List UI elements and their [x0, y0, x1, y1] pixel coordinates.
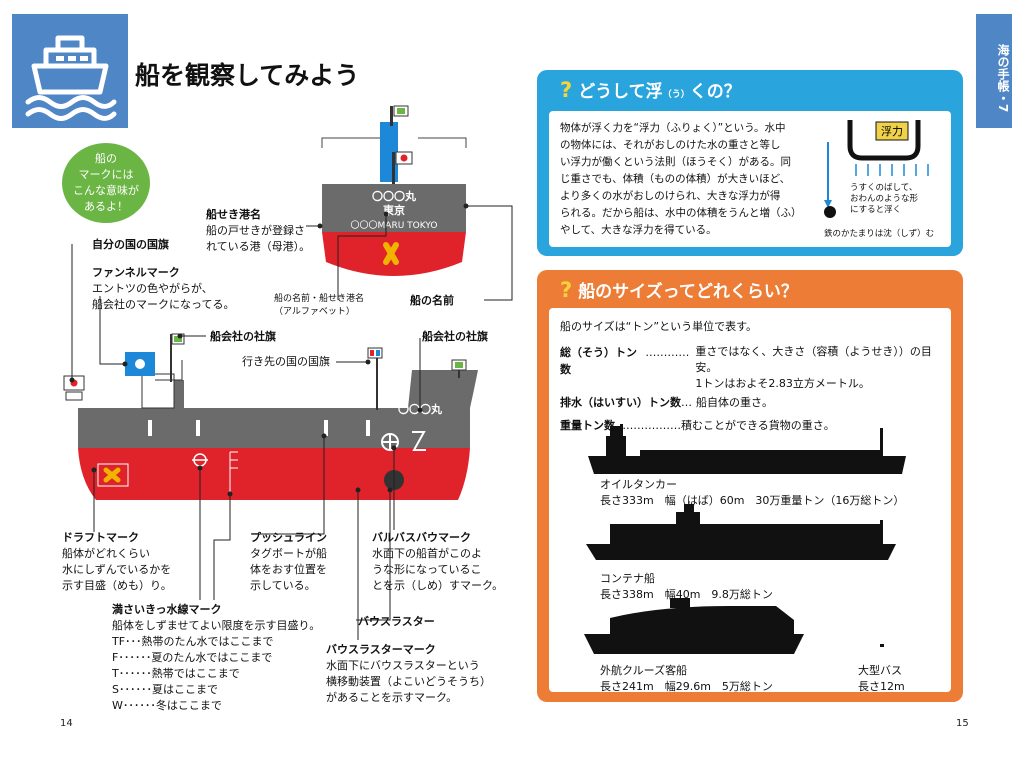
float-heading-end: くの？ — [689, 82, 741, 102]
ship-spec: 長さ241m 幅29.6m 5万総トン — [600, 680, 773, 693]
ship-diagram: 〇〇〇丸 東京 〇〇〇MARU TOKYO 〇〇〇丸 — [63, 105, 513, 640]
float-heading-text: どうして浮 — [578, 82, 663, 102]
tonnage-def-row: 排水（はいすい）トン数 … 船自体の重さ。 — [560, 394, 946, 411]
draft-body: 船体がどれくらい 水にしずんでいるかを 示す目盛（めも）り。 — [62, 547, 172, 592]
company-flag-label-2: 船会社の社旗 — [422, 330, 488, 343]
thruster-mark-body: 水面下にバウスラスターという 横移動装置（よこいどうそうち） があることを示すマ… — [326, 659, 491, 704]
side-tab: 海の手帳・7 — [976, 14, 1012, 128]
stern-ship-name: 〇〇〇丸 — [372, 189, 417, 203]
tonnage-def-row: 総（そう）トン数 ………… 重さではなく、大きさ（容積（ようせき））の目安。 1… — [560, 344, 946, 392]
buoyancy-sink: 鉄のかたまりは沈（しず）む — [824, 229, 935, 239]
loadline-body: 船体をしずませてよい限度を示す目盛り。 TF･･･熱帯のたん水ではここまで F･… — [112, 619, 321, 712]
ship-silhouettes — [584, 424, 906, 654]
float-heading-ruby: （う） — [662, 90, 690, 100]
shipname-alpha-label: 船の名前・船せき港名 （アルファベット） — [274, 294, 365, 317]
size-heading-text: 船のサイズってどれくらい？ — [578, 282, 798, 302]
def-desc: 重さではなく、大きさ（容積（ようせき））の目安。 1トンはおよそ2.83立方メー… — [695, 345, 932, 390]
draft-title: ドラフトマーク — [62, 531, 139, 544]
tonnage-def-row: 重量トン数 ……………… 積むことができる貨物の重さ。 — [560, 417, 946, 434]
push-body: タグボートが船 体をおす位置を 示している。 — [250, 547, 327, 592]
side-view: 〇〇〇丸 — [63, 333, 478, 500]
destination-flag-label: 行き先の国の国旗 — [242, 355, 330, 368]
def-term: 排水（はいすい）トン数 — [560, 396, 681, 409]
ship-spec: 長さ338m 幅40m 9.8万総トン — [600, 588, 773, 601]
page-title: 船を観察してみよう — [135, 61, 360, 90]
ship-spec: 長さ333m 幅（はば）60m 30万重量トン（16万総トン） — [600, 494, 905, 507]
bus-silhouette — [880, 644, 884, 647]
stern-view: 〇〇〇丸 東京 〇〇〇MARU TOKYO — [321, 105, 467, 276]
loadline-title: 満さいきっ水線マーク — [112, 603, 222, 616]
ship-header-icon — [12, 14, 128, 128]
funnel-body: エントツの色やがらが、 船会社のマークになってる。 — [92, 282, 235, 311]
ship-name: オイルタンカー — [600, 478, 677, 491]
container-ship-silhouette — [586, 504, 896, 560]
bulbous-title: バルバスバウマーク — [372, 531, 471, 544]
shipname-label: 船の名前 — [410, 294, 454, 307]
buoyancy-diagram: 浮力 — [824, 120, 929, 218]
cruise-ship-silhouette — [584, 598, 804, 654]
def-desc: 積むことができる貨物の重さ。 — [681, 419, 835, 432]
stern-port-name: 東京 — [383, 203, 405, 217]
float-body: 物体が浮く力を“浮力（ふりょく）”という。水中 の物体には、それがおしのけた水の… — [560, 122, 802, 236]
buoyancy-note: うすくのばして、 おわんのような形 にすると浮く — [850, 183, 919, 215]
own-flag-label: 自分の国の国旗 — [92, 238, 169, 251]
size-intro: 船のサイズは“トン”という単位で表す。 — [560, 320, 757, 333]
question-icon: ? — [560, 278, 573, 302]
def-dots: ………… — [645, 346, 690, 359]
def-dots: … — [681, 396, 692, 409]
float-box-heading: ?どうして浮（う）くの？ — [560, 77, 741, 102]
ship-name: 外航クルーズ客船 — [600, 664, 688, 677]
def-dots: ……………… — [615, 419, 681, 432]
def-desc: 船自体の重さ。 — [696, 396, 773, 409]
ship-spec: 長さ12m — [858, 680, 905, 693]
def-term: 重量トン数 — [560, 419, 615, 432]
ship-name: コンテナ船 — [600, 572, 655, 585]
def-term: 総（そう）トン数 — [560, 346, 637, 376]
bulbous-body: 水面下の船首がこのよ うな形になっているこ とを示（しめ）すマーク。 — [372, 547, 504, 592]
oil-tanker-silhouette — [588, 424, 906, 474]
senseki-title: 船せき港名 — [206, 208, 261, 221]
stern-alpha-name: 〇〇〇MARU TOKYO — [351, 220, 438, 231]
senseki-body: 船の戸せきが登録さ れている港（母港）。 — [206, 224, 311, 253]
hint-bubble: 船の マークには こんな意味が あるよ！ — [62, 143, 150, 223]
size-box-heading: ?船のサイズってどれくらい？ — [560, 277, 798, 302]
buoyancy-label: 浮力 — [881, 125, 903, 138]
thruster-label: バウスラスター — [358, 615, 435, 628]
tonnage-definitions: 総（そう）トン数 ………… 重さではなく、大きさ（容積（ようせき））の目安。 1… — [560, 344, 946, 434]
page-number-left: 14 — [60, 718, 73, 729]
thruster-mark-title: バウスラスターマーク — [326, 643, 436, 656]
page-number-right: 15 — [956, 718, 969, 729]
push-title: プッシュライン — [250, 531, 327, 544]
company-flag-label-1: 船会社の社旗 — [210, 330, 276, 343]
ship-name: 大型バス — [858, 664, 902, 677]
question-icon: ? — [560, 78, 573, 102]
hint-bubble-text: 船の マークには こんな意味が あるよ！ — [73, 152, 139, 213]
funnel-title: ファンネルマーク — [92, 266, 180, 279]
